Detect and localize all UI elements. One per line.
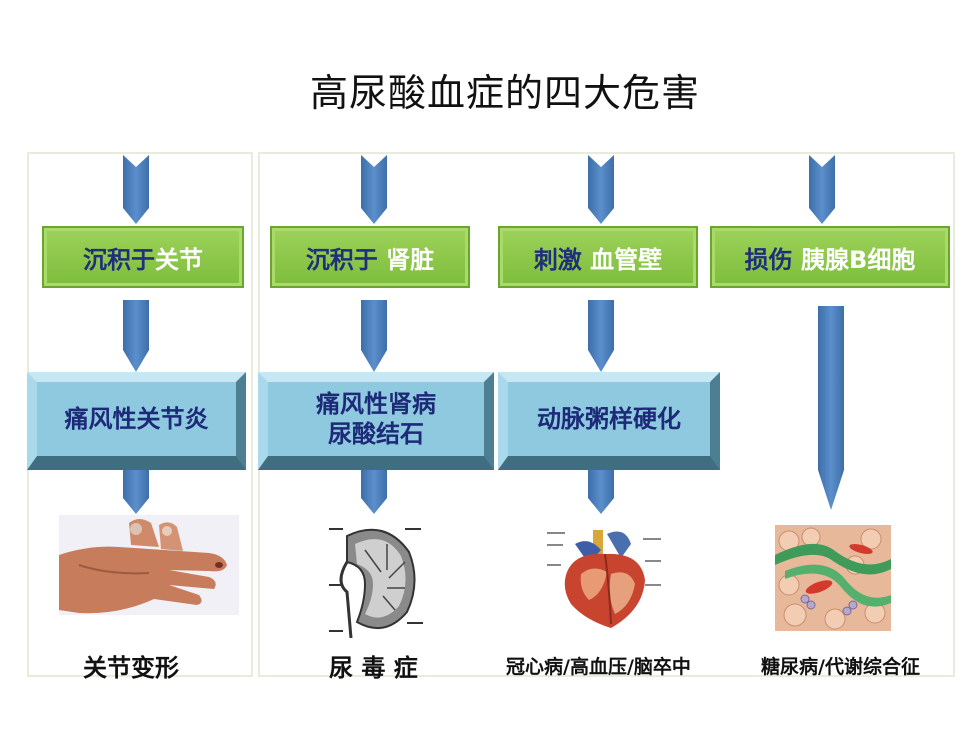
cause-verb: 沉积于: [305, 245, 387, 274]
arrow-down-icon: [123, 470, 149, 514]
effect-box-gouty-arthritis: 痛风性关节炎: [27, 372, 246, 470]
arrow-down-icon: [588, 155, 614, 224]
cause-target: 关节: [155, 245, 203, 274]
arrow-down-icon: [123, 155, 149, 224]
result-diabetes: 糖尿病/代谢综合征: [761, 656, 920, 678]
arrow-down-icon: [361, 470, 387, 514]
effect-label: 尿酸结石: [328, 420, 424, 448]
kidney-cross-section-image: [325, 522, 425, 638]
cause-verb: 刺激: [533, 245, 591, 274]
arrow-down-icon: [361, 155, 387, 224]
deformed-hand-image: [59, 515, 239, 615]
arrow-down-icon: [361, 300, 387, 372]
effect-label: 动脉粥样硬化: [537, 405, 681, 433]
arrow-down-icon: [588, 300, 614, 372]
pancreas-tissue-image: [775, 525, 891, 631]
cause-target: 胰腺B细胞: [801, 245, 916, 274]
cause-box-vessel: 刺激 血管壁: [498, 226, 698, 288]
cause-box-joints: 沉积于关节: [42, 226, 244, 288]
cause-target: 血管壁: [590, 245, 663, 274]
result-joint-deformity: 关节变形: [83, 654, 179, 682]
result-cardiovascular: 冠心病/高血压/脑卒中: [506, 656, 691, 678]
page-title: 高尿酸血症的四大危害: [309, 71, 700, 115]
cause-box-kidney: 沉积于 肾脏: [270, 226, 470, 288]
arrow-down-icon: [588, 470, 614, 514]
cause-verb: 沉积于: [83, 245, 155, 274]
arrow-down-icon: [123, 300, 149, 372]
effect-box-gouty-nephropathy: 痛风性肾病 尿酸结石: [258, 372, 494, 470]
long-arrow-down-icon: [818, 306, 844, 510]
cause-target: 肾脏: [386, 245, 435, 274]
cause-box-pancreas: 损伤 胰腺B细胞: [710, 226, 950, 288]
effect-label: 痛风性肾病: [316, 390, 436, 418]
effect-label: 痛风性关节炎: [64, 405, 209, 433]
cause-verb: 损伤: [744, 245, 802, 274]
arrow-down-icon: [809, 155, 835, 224]
heart-anatomy-image: [545, 524, 665, 636]
effect-box-atherosclerosis: 动脉粥样硬化: [498, 372, 720, 470]
result-uremia: 尿 毒 症: [329, 654, 418, 682]
